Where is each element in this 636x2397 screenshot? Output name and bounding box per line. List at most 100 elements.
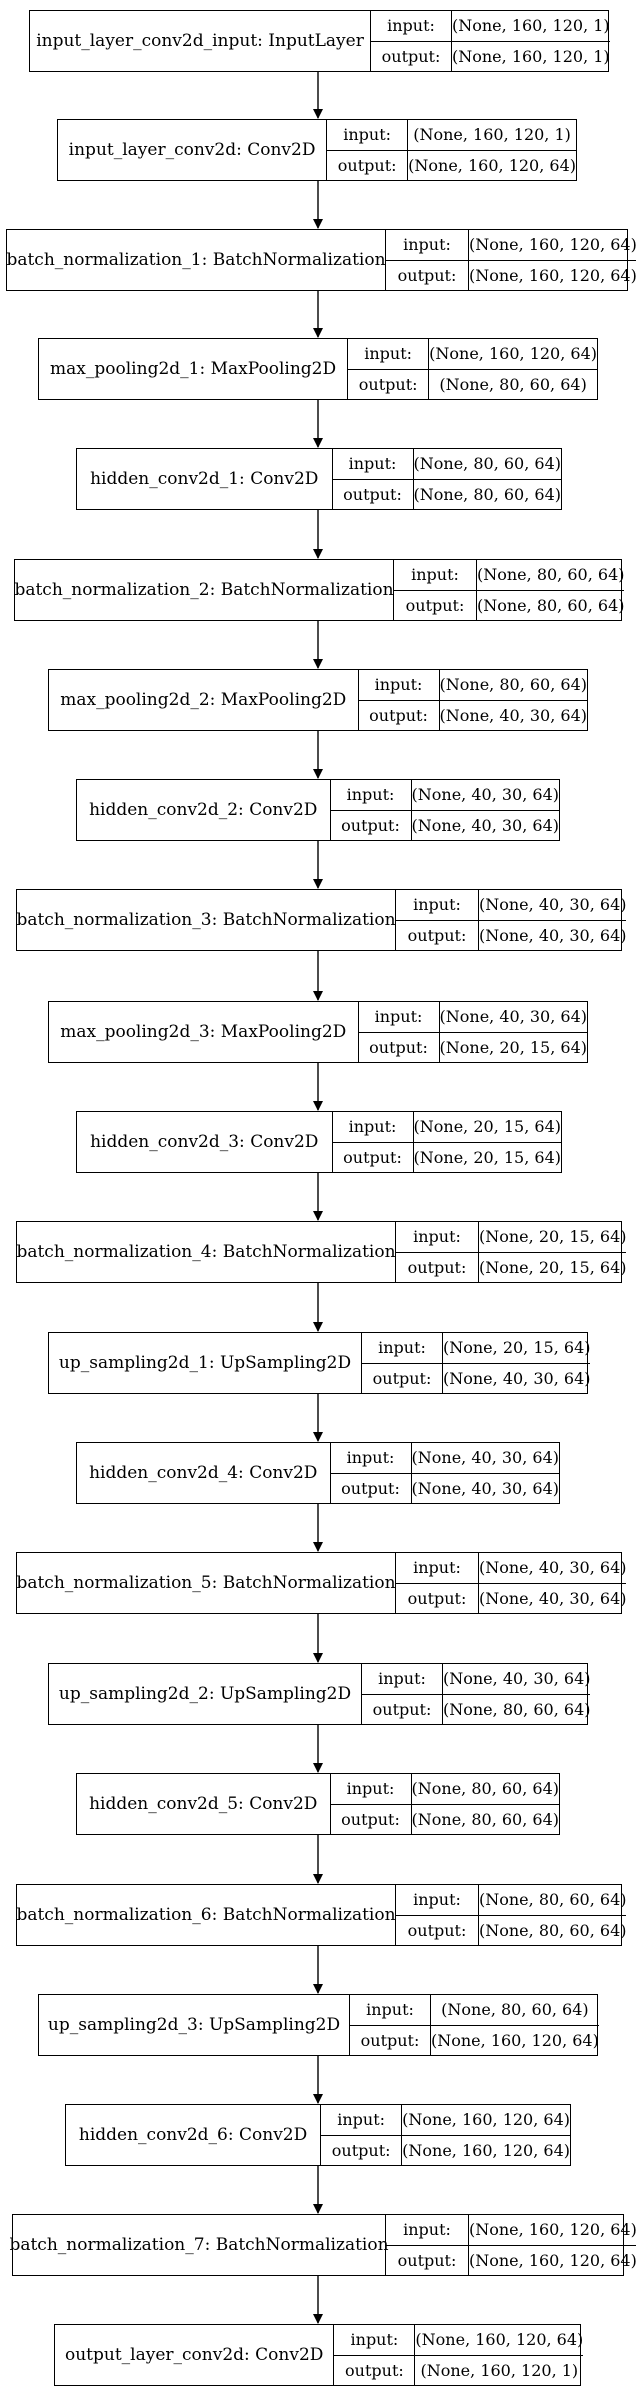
- input-shape-row: input:(None, 40, 30, 64): [331, 780, 559, 810]
- output-shape: (None, 160, 120, 64): [469, 265, 636, 285]
- output-label: output:: [359, 700, 440, 730]
- layer-shapes: input: (None, 40, 30, 64)output:(None, 40…: [330, 1443, 559, 1503]
- output-shape-row: output:(None, 40, 30, 64): [330, 1472, 559, 1503]
- input-label: input:: [396, 1885, 479, 1915]
- input-label: input:: [333, 1112, 414, 1142]
- input-shape-row: input:(None, 20, 15, 64): [333, 1112, 561, 1142]
- layer-name: max_pooling2d_1: MaxPooling2D: [39, 339, 349, 399]
- layer-node: batch_normalization_1: BatchNormalizatio…: [6, 229, 636, 291]
- layer-name: input_layer_conv2d_input: InputLayer: [30, 11, 371, 71]
- layer-shapes: input:(None, 80, 60, 64)output:(None, 16…: [350, 1995, 599, 2055]
- layer-shapes: input:(None, 40, 30, 64)output:(None, 40…: [330, 780, 559, 840]
- output-shape: (None, 80, 60, 64): [411, 1809, 559, 1829]
- output-label: output:: [331, 810, 412, 840]
- input-shape: (None, 40, 30, 64): [479, 895, 627, 915]
- output-shape-row: output:(None, 80, 60, 64): [332, 478, 561, 509]
- layer-shapes: input:(None, 20, 15, 64)output:(None, 20…: [396, 1222, 627, 1282]
- layer-name: max_pooling2d_2: MaxPooling2D: [49, 670, 359, 730]
- layer-shapes: input:(None, 80, 60, 64)output:(None, 40…: [358, 670, 587, 730]
- output-shape: (None, 80, 60, 64): [443, 1699, 591, 1719]
- output-shape: (None, 20, 15, 64): [413, 1147, 561, 1167]
- layer-name: hidden_conv2d_3: Conv2D: [77, 1112, 333, 1172]
- input-shape: (None, 80, 60, 64): [479, 1890, 627, 1910]
- output-label: output:: [362, 1363, 443, 1393]
- output-shape-row: output:(None, 80, 60, 64): [348, 368, 597, 399]
- layer-shapes: input:(None, 40, 30, 64)output:(None, 40…: [396, 890, 627, 950]
- input-shape: (None, 160, 120, 64): [469, 2220, 636, 2240]
- output-label: output:: [396, 1583, 479, 1613]
- output-shape-row: output:(None, 40, 30, 64): [330, 809, 559, 840]
- input-label: input:: [334, 2325, 416, 2355]
- layer-node: batch_normalization_2: BatchNormalizatio…: [14, 559, 625, 621]
- layer-name: batch_normalization_1: BatchNormalizatio…: [6, 230, 386, 290]
- input-shape: (None, 160, 120, 1): [452, 16, 610, 36]
- input-shape: (None, 160, 120, 64): [429, 344, 597, 364]
- output-shape: (None, 40, 30, 64): [411, 815, 559, 835]
- layer-node: batch_normalization_6: BatchNormalizatio…: [16, 1884, 627, 1946]
- layer-name: up_sampling2d_2: UpSampling2D: [49, 1664, 362, 1724]
- input-shape: (None, 80, 60, 64): [441, 2000, 589, 2020]
- layer-node: batch_normalization_4: BatchNormalizatio…: [16, 1221, 627, 1283]
- input-shape-row: input:(None, 160, 120, 64): [386, 2215, 636, 2245]
- output-label: output:: [331, 1804, 412, 1834]
- output-shape-row: output:(None, 160, 120, 1): [371, 40, 610, 71]
- layer-shapes: input:(None, 160, 120, 64)output:(None, …: [321, 2105, 570, 2165]
- output-label: output:: [348, 369, 430, 399]
- output-shape-row: output:(None, 80, 60, 64): [362, 1693, 591, 1724]
- output-label: output:: [396, 920, 479, 950]
- output-shape: (None, 80, 60, 64): [413, 484, 561, 504]
- input-shape-row: input:(None, 160, 120, 64): [334, 2325, 583, 2355]
- input-label: input:: [371, 11, 452, 41]
- input-shape: (None, 20, 15, 64): [443, 1338, 591, 1358]
- output-label: output:: [359, 1032, 440, 1062]
- output-shape-row: output:(None, 40, 30, 64): [362, 1362, 591, 1393]
- input-shape: (None, 40, 30, 64): [439, 1007, 587, 1027]
- layer-shapes: input:(None, 40, 30, 64)output:(None, 80…: [362, 1664, 591, 1724]
- output-shape: (None, 40, 30, 64): [411, 1478, 559, 1498]
- input-shape: (None, 40, 30, 64): [411, 785, 559, 805]
- layer-node: batch_normalization_5: BatchNormalizatio…: [16, 1552, 627, 1614]
- output-label: output:: [327, 150, 409, 180]
- input-label: input:: [386, 2215, 469, 2245]
- input-shape-row: input:(None, 40, 30, 64): [396, 890, 626, 920]
- output-label: output:: [362, 1694, 443, 1724]
- layer-name: batch_normalization_7: BatchNormalizatio…: [9, 2215, 389, 2275]
- output-shape-row: output:(None, 160, 120, 64): [350, 2024, 599, 2055]
- layer-shapes: input:(None, 160, 120, 64)output:(None, …: [386, 2215, 636, 2275]
- layer-shapes: input:(None, 80, 60, 64)output:(None, 80…: [396, 1885, 627, 1945]
- output-shape-row: output:(None, 40, 30, 64): [396, 1582, 627, 1613]
- output-shape-row: output:(None, 40, 30, 64): [358, 699, 587, 730]
- output-shape-row: output:(None, 160, 120, 64): [386, 259, 636, 290]
- input-shape: (None, 40, 30, 64): [443, 1669, 591, 1689]
- output-shape: (None, 160, 120, 1): [420, 2360, 579, 2380]
- output-label: output:: [350, 2025, 431, 2055]
- layer-shapes: input:(None, 80, 60, 64)output:(None, 80…: [330, 1774, 559, 1834]
- input-label: input:: [386, 230, 469, 260]
- output-shape-row: output:(None, 160, 120, 64): [386, 2244, 636, 2275]
- input-label: input:: [359, 670, 440, 700]
- output-shape: (None, 160, 120, 64): [408, 155, 576, 175]
- layer-node: batch_normalization_7: BatchNormalizatio…: [9, 2214, 636, 2276]
- input-shape-row: input:(None, 160, 120, 1): [327, 120, 576, 150]
- output-label: output:: [333, 1142, 414, 1172]
- layer-shapes: input:(None, 160, 120, 64)output:(None, …: [348, 339, 597, 399]
- output-shape: (None, 160, 120, 64): [431, 2030, 599, 2050]
- output-label: output:: [386, 2245, 469, 2275]
- layer-shapes: input:(None, 160, 120, 64)output:(None, …: [386, 230, 636, 290]
- input-shape: (None, 160, 120, 1): [413, 125, 571, 145]
- layer-name: batch_normalization_2: BatchNormalizatio…: [14, 560, 394, 620]
- input-shape: (None, 160, 120, 64): [402, 2110, 570, 2130]
- layer-shapes: input:(None, 160, 120, 64)output:(None, …: [334, 2325, 584, 2385]
- input-shape: (None, 40, 30, 64): [479, 1558, 627, 1578]
- input-label: input:: [331, 1443, 412, 1473]
